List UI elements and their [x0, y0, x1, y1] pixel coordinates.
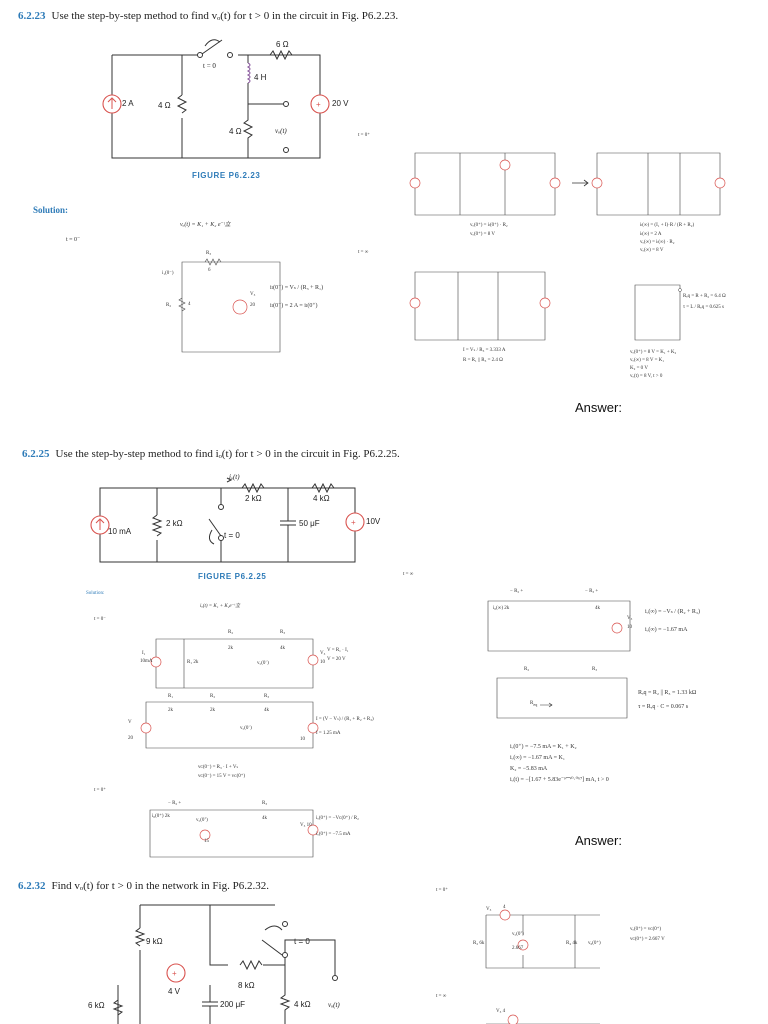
- eq-req-2: Rₑq = R₂ || R₃ = 1.33 kΩ: [638, 690, 697, 696]
- label-200uf: 200 μF: [220, 1000, 246, 1009]
- figure-caption-p6-2-23: FIGURE P6.2.23: [192, 171, 261, 180]
- eq-il-0minus: iₗ(0⁻) = Vₛ / (R₃ + R₁): [270, 285, 324, 291]
- t0plus-label-1: t = 0⁺: [358, 133, 370, 138]
- problem-text: Find vₒ(t) for t > 0 in the network in F…: [51, 880, 269, 892]
- cap-voltage-2667: 2.667: [512, 946, 524, 951]
- label-10ma: 10 mA: [108, 527, 132, 536]
- t0minus-label-1: t = 0⁻: [66, 237, 81, 243]
- eq-v-r1i1: V = R₁ · I₁: [327, 648, 349, 653]
- tinf-label-3: t = ∞: [436, 994, 447, 999]
- t0minus-label-2: t = 0⁻: [94, 617, 106, 622]
- eq-final-2: vₒ(∞) = 8 V = K₁: [630, 358, 665, 363]
- eq-il-inf-2a: iₗ(∞) = 2 A: [640, 232, 662, 237]
- label-4kohm: 4 kΩ: [313, 494, 330, 503]
- eq-io-75ma: iₒ(0⁺) = −7.5 mA: [316, 832, 351, 837]
- eq-final-2-1: iₒ(0⁺) = −7.5 mA = K₁ + K₂: [510, 744, 577, 750]
- label-switch-time-3: t = 0: [294, 937, 310, 946]
- eq-tau: τ = L / Rₑq = 0.625 s: [683, 305, 724, 310]
- eq-vo-8v: vₒ(0⁺) = 8 V: [470, 232, 495, 237]
- problem-number: 6.2.23: [18, 10, 46, 22]
- label-4ohm-bottom: 4 Ω: [229, 127, 242, 136]
- eq-il-2a: iₗ(0⁻) = 2 A = iₗ(0⁺): [270, 303, 318, 309]
- problem-number: 6.2.32: [18, 880, 46, 892]
- eq-vc-15v: vᴄ(0⁻) = 15 V = vᴄ(0⁺): [198, 774, 246, 779]
- eq-final-3: K₂ = 0 V: [630, 366, 648, 371]
- circuit-figure-p6-2-23: +: [102, 39, 330, 159]
- label-vo-3: vₒ(t): [328, 1001, 340, 1009]
- eq-req: Rₑq = R + R₂ = 6.4 Ω: [683, 294, 726, 299]
- solution-heading-1: Solution:: [33, 205, 69, 215]
- eq-vc-0minus: vᴄ(0⁻) = R₃ · I + Vₛ: [198, 765, 239, 770]
- label-vo: vₒ(t): [275, 127, 287, 135]
- problem-6-2-32-statement: 6.2.32 Find vₒ(t) for t > 0 in the networ…: [18, 880, 269, 892]
- problem-text: Use the step-by-step method to find vₒ(t…: [51, 10, 399, 22]
- eq-final-1: vₒ(0⁺) = 8 V = K₁ + K₂: [630, 350, 677, 355]
- eq-v-20v: V = 20 V: [327, 657, 346, 662]
- label-2a: 2 A: [122, 99, 134, 108]
- problem-number: 6.2.25: [22, 448, 50, 460]
- svg-text:+: +: [351, 518, 356, 527]
- eq-io-inf-167: iₒ(∞) = −1.67 mA: [645, 627, 688, 633]
- label-9kohm: 9 kΩ: [146, 937, 163, 946]
- eq-vo-inf-8v: vₒ(∞) = 8 V: [640, 248, 664, 253]
- solution-heading-2: Solution:: [86, 591, 105, 596]
- label-8kohm: 8 kΩ: [238, 981, 255, 990]
- eq-i-125ma: I = 1.25 mA: [316, 731, 341, 736]
- eq-final-4: vₒ(t) = 8 V, t > 0: [630, 374, 663, 379]
- problem-6-2-23-statement: 6.2.23 Use the step-by-step method to fin…: [18, 10, 398, 22]
- label-2kohm-top: 2 kΩ: [245, 494, 262, 503]
- figure-caption-p6-2-25: FIGURE P6.2.25: [198, 572, 267, 581]
- eq-io-0plus: iₒ(0⁺) = −Vᴄ(0⁺) / R₂: [316, 816, 359, 821]
- label-4kohm-3: 4 kΩ: [294, 1000, 311, 1009]
- tinf-label-1: t = ∞: [358, 250, 369, 255]
- general-solution-1: vₒ(t) = K₁ + K₂ e⁻ᵗ⽴: [180, 222, 231, 228]
- eq-final-2-2: iₒ(∞) = −1.67 mA = K₁: [510, 755, 565, 761]
- label-4ohm-left: 4 Ω: [158, 101, 171, 110]
- label-4v: 4 V: [168, 987, 181, 996]
- eq-norton-r: R = R₁ || R₃ = 2.4 Ω: [463, 358, 503, 363]
- svg-text:+: +: [172, 969, 177, 978]
- tinf-label-2: t = ∞: [403, 572, 414, 577]
- eq-final-block-2: iₒ(0⁺) = −7.5 mA = K₁ + K₂ iₒ(∞) = −1.67…: [510, 742, 609, 786]
- t0plus-label-2: t = 0⁺: [94, 788, 106, 793]
- eq-tau-2: τ = Rₑq · C = 0.067 s: [638, 704, 689, 710]
- label-switch-time: t = 0: [203, 62, 216, 70]
- label-switch-time-2: t = 0: [224, 531, 240, 540]
- eq-vc-2667: vᴄ(0⁺) = 2.667 V: [630, 937, 665, 942]
- label-10v: 10V: [366, 517, 381, 526]
- label-4h: 4 H: [254, 73, 267, 82]
- label-io: iₒ(t): [229, 473, 240, 481]
- svg-text:+: +: [316, 100, 321, 109]
- label-50uf: 50 μF: [299, 519, 320, 528]
- problem-text: Use the step-by-step method to find iₒ(t…: [55, 448, 400, 460]
- eq-il-inf: iₗ(∞) = (I₁ + I)·R / (R + R₂): [640, 223, 695, 228]
- label-6kohm: 6 kΩ: [88, 1001, 105, 1010]
- eq-io-inf: iₒ(∞) = −Vₛ / (R₂ + R₃): [645, 609, 701, 615]
- label-2kohm-left: 2 kΩ: [166, 519, 183, 528]
- eq-final-2-3: K₂ = −5.83 mA: [510, 766, 548, 772]
- eq-final-2-4: iₒ(t) = −[1.67 + 5.83e⁻ᵗ⼍⁰·⁰⁶⁷] mA, t > …: [510, 777, 609, 783]
- general-solution-2: iₒ(t) = K₁ + K₂e⁻ᵗ⽴: [200, 604, 241, 609]
- eq-i-current: I = (V − Vₛ) / (R₁ + R₂ + R₃): [316, 717, 374, 722]
- label-6ohm: 6 Ω: [276, 40, 289, 49]
- eq-vo-0plus: vₒ(0⁺) = iₗ(0⁺) · R₂: [470, 223, 508, 228]
- eq-vo-inf: vₒ(∞) = iₗ(∞) · R₂: [640, 240, 675, 245]
- t0plus-label-3: t = 0⁺: [436, 888, 448, 893]
- eq-norton-i: I = Vₛ / R₃ = 3.333 A: [463, 348, 506, 353]
- answer-label-2: Answer:: [575, 833, 622, 848]
- eq-vo-vc: vₒ(0⁺) = vᴄ(0⁺): [630, 927, 662, 932]
- label-20v: 20 V: [332, 99, 349, 108]
- problem-6-2-25-statement: 6.2.25 Use the step-by-step method to fin…: [22, 448, 400, 460]
- answer-label-1: Answer:: [575, 400, 622, 415]
